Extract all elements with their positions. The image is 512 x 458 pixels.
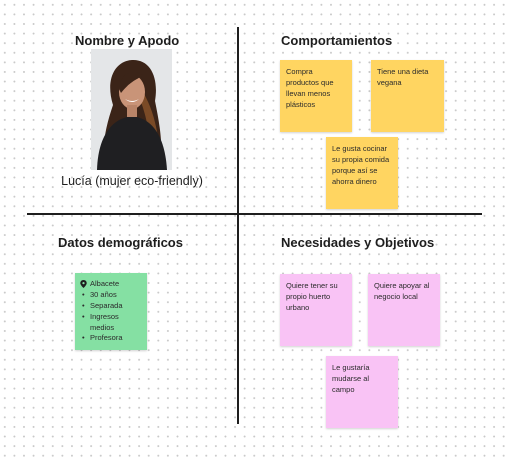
sticky-note-behavior-3[interactable]: Le gusta cocinar su propia comida porque… — [326, 137, 398, 209]
sticky-note-need-3[interactable]: Le gustaría mudarse al campo — [326, 356, 398, 428]
persona-name: Lucía (mujer eco-friendly) — [61, 174, 203, 188]
behaviors-heading: Comportamientos — [281, 33, 393, 48]
profile-heading: Nombre y Apodo — [75, 33, 180, 48]
sticky-note-need-2[interactable]: Quiere apoyar al negocio local — [368, 274, 440, 346]
person-illustration — [91, 49, 172, 170]
needs-heading: Necesidades y Objetivos — [281, 235, 435, 250]
demographic-item: Ingresos medios — [80, 312, 142, 334]
sticky-note-behavior-1[interactable]: Compra productos que llevan menos plásti… — [280, 60, 352, 132]
profile-photo[interactable] — [91, 49, 172, 170]
vertical-divider — [237, 27, 239, 424]
sticky-note-need-1[interactable]: Quiere tener su propio huerto urbano — [280, 274, 352, 346]
demographic-item: Separada — [80, 301, 142, 312]
demographic-item: 30 años — [80, 290, 142, 301]
demographics-heading: Datos demográficos — [58, 235, 183, 250]
location-text: Albacete — [90, 279, 120, 288]
demographics-list: Albacete 30 años Separada Ingresos medio… — [80, 279, 142, 344]
location-item: Albacete — [80, 279, 142, 290]
location-pin-icon — [80, 280, 87, 288]
sticky-note-demographics[interactable]: Albacete 30 años Separada Ingresos medio… — [75, 273, 147, 350]
demographic-item: Profesora — [80, 333, 142, 344]
horizontal-divider — [27, 213, 482, 215]
sticky-note-behavior-2[interactable]: Tiene una dieta vegana — [371, 60, 444, 132]
